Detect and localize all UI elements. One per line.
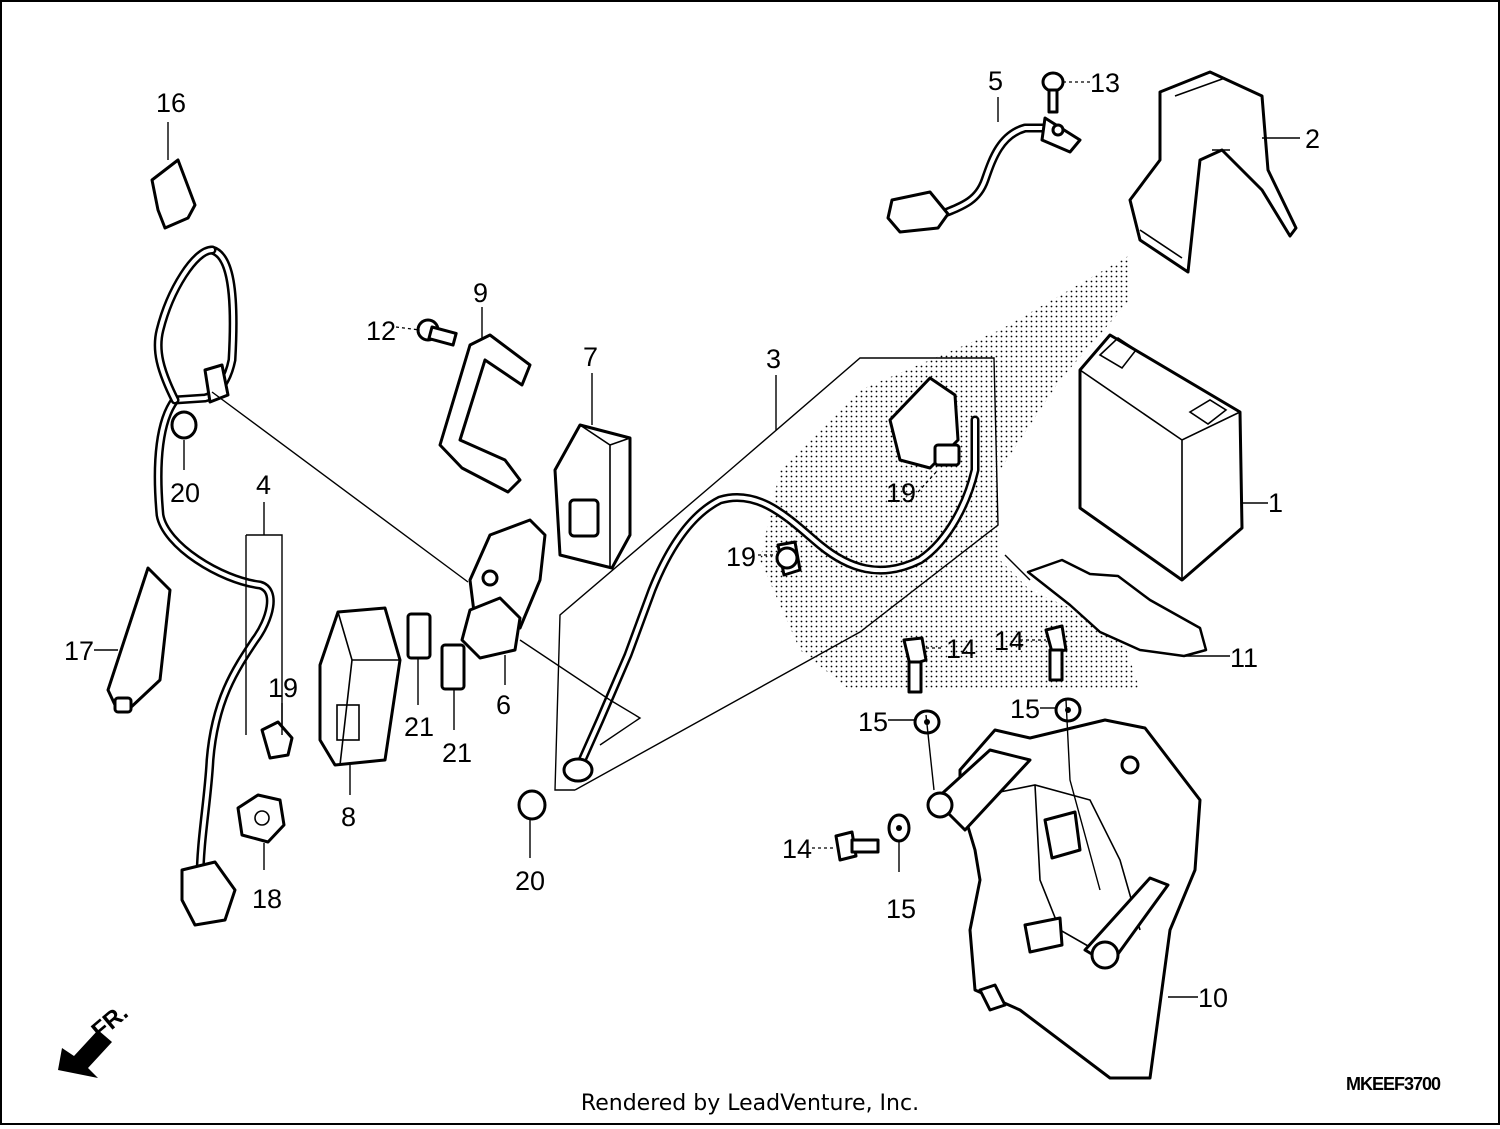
callout-19-b: 19 (726, 542, 756, 572)
callout-10: 10 (1198, 983, 1228, 1013)
nut-20-b-part (517, 789, 547, 821)
callout-20-b: 20 (515, 866, 545, 896)
callout-6: 6 (496, 690, 511, 720)
washer-15-c-part (887, 813, 911, 843)
fuse-21-a-part (406, 612, 432, 660)
clamp-16-part (150, 158, 197, 230)
bolt-12-part (416, 318, 458, 347)
callout-19-a: 19 (886, 478, 916, 508)
wire-harness-4-part (153, 245, 275, 927)
callout-7: 7 (583, 342, 598, 372)
callout-9: 9 (473, 278, 488, 308)
bolt-14-c-part (834, 830, 880, 862)
callout-8: 8 (341, 802, 356, 832)
nut-20-a-part (170, 410, 198, 440)
callout-4: 4 (256, 470, 271, 500)
footer-credit: Rendered by LeadVenture, Inc. (580, 1091, 920, 1116)
leader-lines (94, 81, 1300, 998)
callout-19-c: 19 (268, 673, 298, 703)
washer-15-b-part (1054, 697, 1082, 723)
stay-9-part (438, 333, 532, 494)
callout-3: 3 (766, 344, 781, 374)
drawing-code: MKEEF3700 (1346, 1074, 1441, 1094)
clip-18-part (236, 793, 286, 844)
callout-14-a: 14 (946, 634, 976, 664)
callout-16: 16 (156, 88, 186, 118)
callout-2: 2 (1305, 124, 1320, 154)
callout-13: 13 (1090, 68, 1120, 98)
bolt-14-b-part (1044, 624, 1068, 682)
relay-cover-8-part (318, 606, 402, 767)
battery-box-10-part (926, 718, 1202, 1080)
callout-17: 17 (64, 636, 94, 666)
callout-20-a: 20 (170, 478, 200, 508)
battery-band-part (1128, 70, 1298, 274)
callout-15-c: 15 (886, 894, 916, 924)
assembly-lines (211, 357, 1101, 891)
callout-15-a: 15 (858, 707, 888, 737)
callout-12: 12 (366, 316, 396, 346)
callout-21-a: 21 (404, 712, 434, 742)
callout-11: 11 (1230, 643, 1258, 673)
rubber-sheet-part (1026, 558, 1208, 658)
watermark-shading (760, 255, 1140, 690)
ground-cable-part (886, 116, 1082, 234)
callout-1: 1 (1268, 488, 1283, 518)
callout-14-c: 14 (782, 834, 812, 864)
callout-labels: 1 2 3 4 5 6 7 8 9 10 11 12 13 14 14 14 1… (64, 66, 1320, 1013)
battery-part (1078, 333, 1244, 582)
callout-5: 5 (988, 66, 1003, 96)
nut-19-b-part (775, 546, 799, 570)
fuse-21-b-part (440, 643, 466, 691)
callout-18: 18 (252, 884, 282, 914)
relay-cover-7-part (553, 423, 632, 570)
callout-21-b: 21 (442, 738, 472, 768)
callout-15-b: 15 (1010, 694, 1040, 724)
nut-19-a-part (260, 720, 294, 760)
bolt-13-part (1041, 71, 1065, 114)
callout-14-b: 14 (994, 626, 1024, 656)
starter-relay-6-part (460, 518, 547, 660)
cover-17-part (106, 566, 172, 714)
bolt-14-a-part (902, 636, 928, 694)
